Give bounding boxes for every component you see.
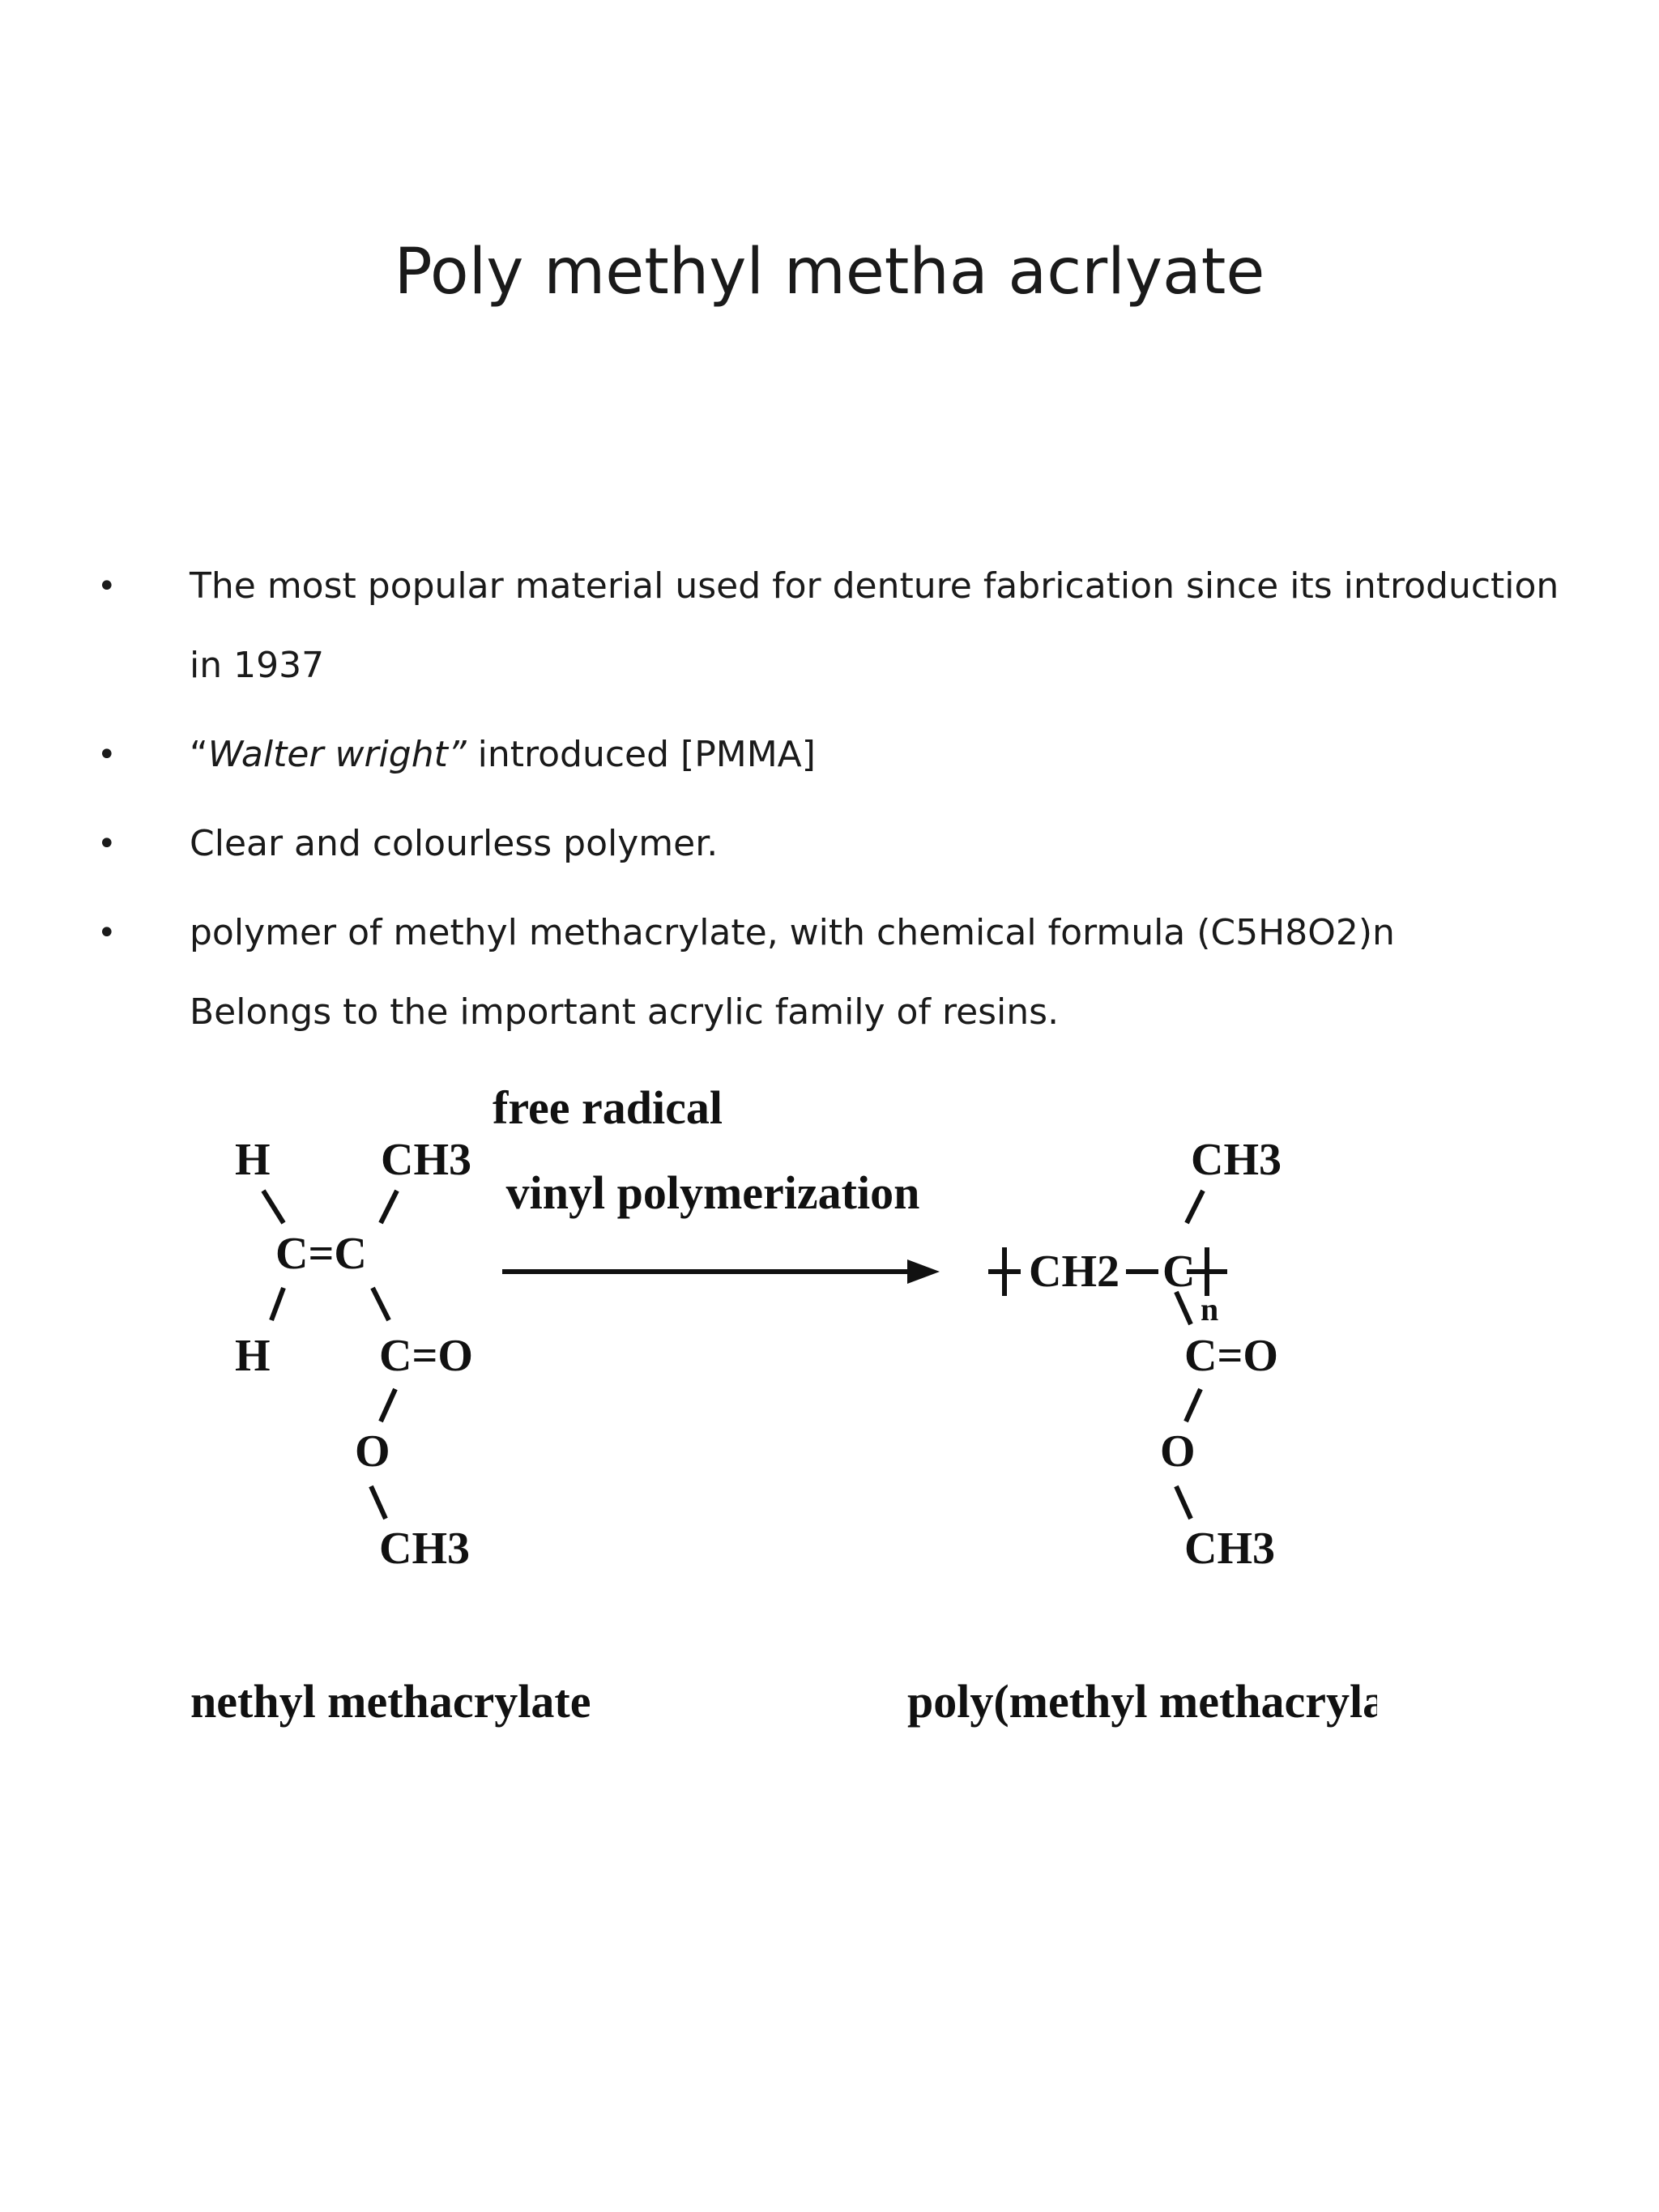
arrow-head: [907, 1259, 940, 1284]
bullet-marker: •: [97, 736, 117, 774]
polymerization-reaction-diagram: H CH3 C=C H C=O O CH3 nethyl methacrylat…: [190, 1081, 1377, 1728]
polymer-backbone-ch2: CH2: [1029, 1247, 1120, 1297]
polymer-carbonyl: C=O: [1184, 1331, 1278, 1381]
polymer-ester-o: O: [1160, 1426, 1196, 1477]
bond: [1174, 1485, 1193, 1520]
bullet-text: Belongs to the important acrylic family …: [190, 991, 1060, 1033]
open-quote: “: [190, 734, 208, 775]
polymer-atom-ch3-bottom: CH3: [1184, 1524, 1275, 1574]
polymer-atom-ch3-top: CH3: [1191, 1135, 1282, 1185]
bullet-text: Clear and colourless polymer.: [190, 823, 719, 864]
bond: [1183, 1387, 1203, 1423]
bond: [378, 1387, 398, 1423]
arrow-label-line2: vinyl polymerization: [506, 1166, 920, 1219]
bond: [369, 1485, 388, 1520]
bullet-text: in 1937: [190, 645, 325, 686]
bullet-marker: •: [97, 825, 117, 863]
bond: [378, 1189, 399, 1225]
arrow-label-line1: free radical: [493, 1081, 723, 1134]
bullet-marker: •: [97, 568, 117, 605]
bullet-item-formula: • polymer of methyl methacrylate, with c…: [97, 893, 1604, 1052]
bullet-marker: •: [97, 914, 117, 952]
inventor-name: Walter wright”: [207, 734, 467, 775]
bullet-item-inventor: • “Walter wright” introduced [PMMA]: [97, 715, 1604, 795]
bond: [1184, 1189, 1205, 1225]
reaction-arrow: free radical vinyl polymerization: [493, 1081, 940, 1284]
monomer-atom-ch3-top: CH3: [381, 1135, 471, 1185]
bullet-item-appearance: • Clear and colourless polymer.: [97, 804, 1604, 884]
bullet-text-rest: introduced [PMMA]: [466, 734, 816, 775]
monomer-structure: H CH3 C=C H C=O O CH3: [235, 1135, 473, 1574]
monomer-atom-h-top: H: [235, 1135, 271, 1185]
bullet-text: The most popular material used for dentu…: [190, 565, 1559, 607]
bond: [370, 1286, 391, 1322]
polymer-name: poly(methyl methacrylate): [907, 1675, 1377, 1728]
bullet-text: “Walter wright” introduced [PMMA]: [190, 715, 1604, 795]
bullet-text: polymer of methyl methacrylate, with che…: [190, 912, 1395, 953]
monomer-atom-ch3-bottom: CH3: [379, 1524, 470, 1574]
monomer-name: nethyl methacrylate: [190, 1675, 591, 1728]
slide-title: Poly methyl metha acrlyate: [394, 236, 1265, 309]
monomer-double-bond-cc: C=C: [275, 1229, 367, 1279]
monomer-carbonyl: C=O: [379, 1331, 473, 1381]
bond: [269, 1286, 286, 1322]
monomer-atom-h-bottom: H: [235, 1331, 271, 1381]
bullet-item-introduction: • The most popular material used for den…: [97, 547, 1604, 705]
polymer-repeat-n: n: [1201, 1291, 1218, 1328]
polymer-structure: CH3 CH2 C n C=O O CH3: [988, 1135, 1282, 1574]
bullet-list: • The most popular material used for den…: [97, 547, 1604, 1062]
bond: [1174, 1290, 1193, 1326]
monomer-ester-o: O: [355, 1426, 390, 1477]
bond: [261, 1189, 286, 1225]
